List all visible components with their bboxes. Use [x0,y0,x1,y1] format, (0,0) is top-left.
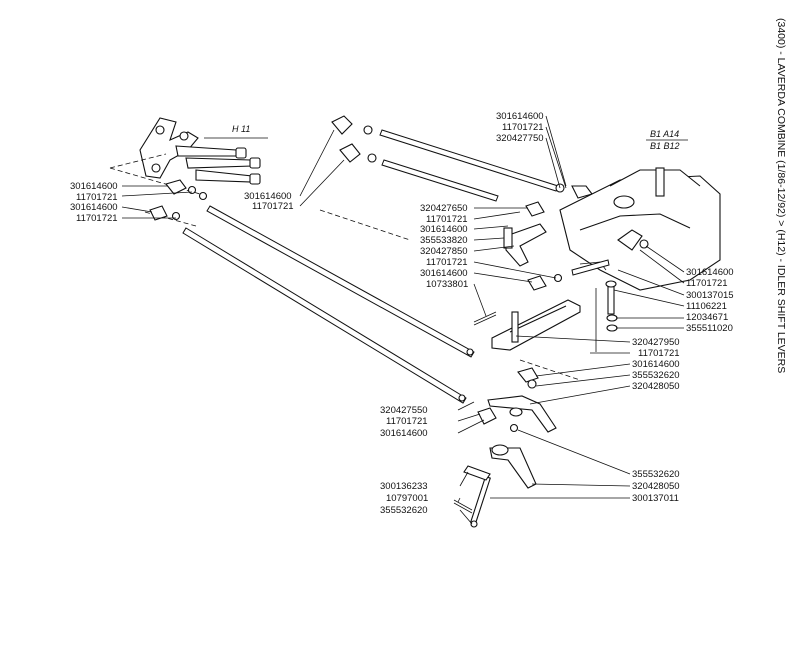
part-label: 11701721 [426,214,468,225]
part-label: 11701721 [252,201,294,212]
part-label: 11701721 [386,416,428,427]
part-label: 301614600 [70,181,118,192]
ref-h11: H 11 [232,124,250,134]
part-label: 11701721 [502,122,544,133]
part-label: 11701721 [76,192,118,203]
cotter-pin [473,311,497,326]
engine-block [559,167,721,291]
part-label: 320427750 [496,133,544,144]
upper-rod-2 [381,159,499,202]
part-label: 320427550 [380,405,428,416]
bottom-small-parts [453,465,491,528]
part-label: 320428050 [632,481,680,492]
part-label: 11106221 [686,301,727,312]
part-label: 320427650 [420,203,468,214]
part-label: 301614600 [420,224,468,235]
part-label: 355532620 [380,505,428,516]
part-label: 320428050 [632,381,680,392]
page-title: (3400) - LAVERDA COMBINE (1/86-12/92) > … [775,18,787,373]
leader-lines [121,115,685,525]
part-label: 11701721 [76,213,118,224]
slider-bracket [491,299,581,351]
part-label: 320427950 [632,337,680,348]
right-bolt-stack [605,280,618,332]
long-rod-lower [182,227,467,404]
part-label: 11701721 [686,278,728,289]
part-label: 355533820 [420,235,468,246]
lower-lever-assembly [469,367,557,525]
top-ball-joints [331,115,593,217]
part-label: 301614600 [70,202,118,213]
part-label: 301614600 [380,428,428,439]
left-ball-joints [149,179,208,221]
ref-b1b12: B1 B12 [650,141,680,151]
part-label: 355532620 [632,469,680,480]
part-label: 301614600 [420,268,468,279]
center-lever [503,223,610,291]
part-label: 12034671 [686,312,728,323]
part-label: 300137015 [686,290,734,301]
part-label: 320427850 [420,246,468,257]
part-label: 10797001 [386,493,428,504]
ref-b1a14: B1 A14 [650,129,679,139]
lever-bracket-h11 [139,117,261,185]
part-label: 300136233 [380,481,428,492]
part-labels: 301614600 11701721 301614600 11701721 30… [70,111,734,516]
upper-rod-1 [379,129,559,192]
part-label: 300137011 [632,493,679,504]
part-label: 301614600 [244,191,292,202]
part-label: 355532620 [632,370,680,381]
part-label: 301614600 [632,359,680,370]
part-label: 355511020 [686,323,733,334]
part-label: 11701721 [426,257,468,268]
part-label: 11701721 [638,348,680,359]
long-rod-upper [206,205,475,358]
part-label: 10733801 [426,279,468,290]
part-label: 301614600 [686,267,734,278]
part-label: 301614600 [496,111,544,122]
